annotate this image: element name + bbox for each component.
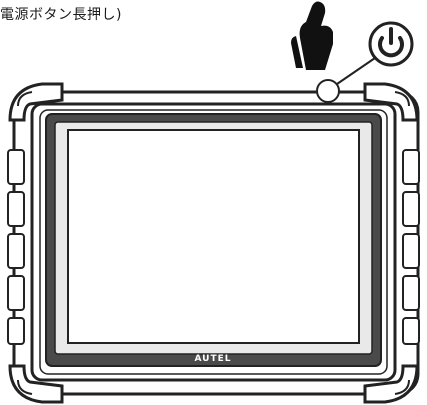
corner-bumper-bottom-right [363, 364, 419, 404]
instruction-caption: 電源ボタン長押し) [0, 7, 122, 23]
bezel-inner-line [39, 109, 388, 375]
right-side-grips [402, 149, 420, 345]
corner-bumper-top-left [8, 82, 64, 122]
left-side-grips [7, 149, 25, 345]
power-icon [368, 21, 414, 67]
brand-logo: AUTEL [194, 354, 231, 364]
corner-bumper-bottom-left [8, 364, 64, 404]
finger-press-icon [291, 1, 333, 70]
callout-line [336, 57, 376, 85]
corner-bumper-top-right [363, 82, 419, 122]
power-button-highlight [316, 79, 340, 103]
screen [67, 129, 360, 344]
